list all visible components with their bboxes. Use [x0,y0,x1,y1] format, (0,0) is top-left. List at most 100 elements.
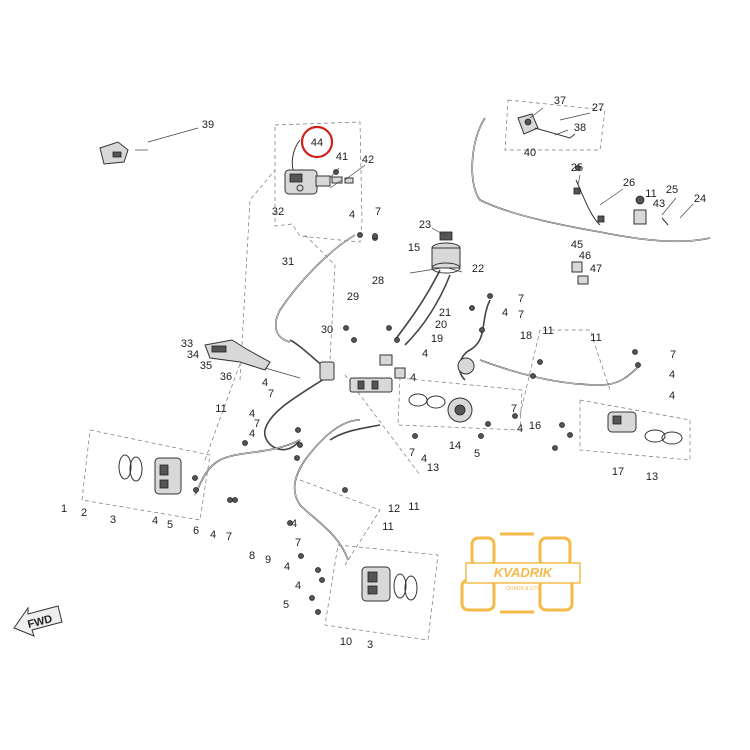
callout-13-2: 13 [646,471,658,483]
master-cylinder-box [274,121,363,243]
guide-line-5 [299,479,381,566]
callout-23: 23 [419,219,431,231]
callout-35: 35 [200,360,212,372]
rear-line-16 [479,359,641,386]
callout-8: 8 [249,550,255,562]
front-left-caliper [118,454,182,495]
callout-4-3: 4 [349,209,355,221]
callout-4-5: 4 [249,408,255,420]
callout-4-12: 4 [502,307,508,319]
callout-4-13: 4 [517,423,523,435]
callout-46: 46 [579,250,591,262]
callout-2: 2 [81,507,87,519]
callout-25-2: 25 [571,162,583,174]
callout-42: 42 [362,154,374,166]
callout-11-4: 11 [542,325,553,337]
callout-16: 16 [529,420,541,432]
parking-lever [517,113,576,139]
callout-4-2: 4 [210,529,216,541]
callout-7-9: 7 [409,447,415,459]
center-pads-13 [408,357,475,423]
callout-33: 33 [181,338,193,350]
callout-32: 32 [272,206,284,218]
front-left-line-12a [264,374,331,451]
callout-43: 43 [653,198,665,210]
fwd-label: FWD [26,613,53,631]
distribution-block [319,354,406,393]
callout-17: 17 [612,466,624,478]
callout-47: 47 [590,263,602,275]
assembly-boxes [81,99,691,641]
callout-7-6: 7 [518,293,524,305]
rear-pads-box [397,377,523,431]
leader-lines [147,107,694,274]
callout-11-5: 11 [590,332,601,344]
callout-36: 36 [220,371,232,383]
guide-line-6 [519,329,611,416]
kvadrik-logo: KVADRIK QUADS & UTV [460,532,581,614]
callout-13: 13 [427,462,439,474]
front-left-caliper-box [81,429,211,521]
callout-5-3: 5 [283,599,289,611]
reservoir-hose-22 [394,269,441,341]
callout-3-2: 3 [367,639,373,651]
callout-11: 11 [215,403,226,415]
callout-24: 24 [694,193,706,205]
callout-4-7: 4 [291,518,297,530]
logo-brand: KVADRIK [494,565,554,580]
rear-caliper [607,411,683,445]
guide-line-1 [239,169,276,381]
master-cylinder-32 [284,139,354,195]
callout-11-2: 11 [408,501,419,513]
foot-pedal [204,339,301,379]
callout-4-10: 4 [422,348,428,360]
fwd-arrow: FWD [13,605,63,637]
callout-9: 9 [265,554,271,566]
callout-18: 18 [520,330,532,342]
reservoir-15 [431,231,461,274]
callout-4-6: 4 [249,428,255,440]
callout-31: 31 [282,256,294,268]
callout-37: 37 [554,95,566,107]
front-right-caliper [361,566,418,602]
callout-5-2: 5 [474,448,480,460]
callout-7-3: 7 [254,418,260,430]
front-right-caliper-box [324,544,439,641]
callout-4-11: 4 [410,372,416,384]
callout-28: 28 [372,275,384,287]
callout-38: 38 [574,122,586,134]
callout-41: 41 [336,151,348,163]
callout-5: 5 [167,519,173,531]
callout-7-10: 7 [511,403,517,415]
callout-1: 1 [61,503,67,515]
line-12b [329,424,381,441]
callout-45: 45 [571,239,583,251]
callout-7-8: 7 [670,349,676,361]
callout-10: 10 [340,636,352,648]
callout-4-15: 4 [669,369,675,381]
reservoir-hose-21 [404,274,451,346]
callout-25: 25 [666,184,678,196]
callout-12: 12 [388,503,400,515]
callout-19: 19 [431,333,443,345]
callout-34: 34 [187,349,199,361]
callout-21: 21 [439,307,451,319]
fasteners [192,165,641,615]
callout-7-7: 7 [518,309,524,321]
logo-tagline: QUADS & UTV [506,586,541,592]
guide-line-2 [304,234,336,361]
brake-line-31 [274,234,356,343]
parking-cable-upper [471,117,601,233]
callout-11-3: 11 [382,521,393,533]
highlight-44: 44 [300,125,334,159]
callout-11-6: 11 [645,188,656,200]
callout-7-2: 7 [268,388,274,400]
callout-4-8: 4 [284,561,290,573]
callout-39: 39 [202,119,214,131]
brake-switch-39 [99,141,148,165]
callout-4: 4 [152,515,158,527]
callout-7-4: 7 [226,531,232,543]
brake-lines [194,117,711,561]
callout-4-4: 4 [262,377,268,389]
